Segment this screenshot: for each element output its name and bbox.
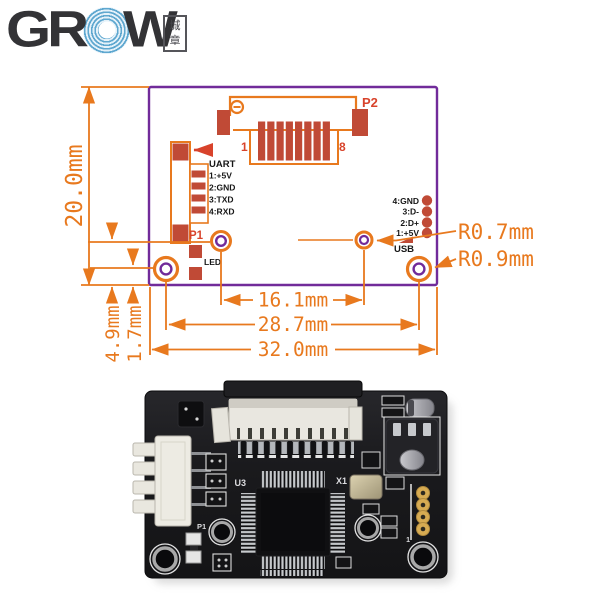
p2-pin8-label: 8 — [339, 140, 346, 154]
crystal — [349, 474, 383, 500]
p1-label: P1 — [189, 230, 204, 242]
usb-pin4-label: 4:GND — [393, 196, 419, 206]
seal-char-bottom: 章 — [169, 33, 181, 47]
ffc-latch-right — [348, 406, 363, 441]
ffc-connector — [211, 380, 363, 458]
dim-radius-small: R0.7mm — [458, 220, 534, 244]
seal-char-top: 城 — [169, 19, 181, 33]
uart-pin2-label: 2:GND — [209, 183, 235, 193]
dimension-lines — [81, 86, 457, 356]
dim-inner-span: 16.1mm — [258, 289, 328, 312]
photo-hole-bottom-right — [407, 541, 439, 573]
fingerprint-o-icon — [83, 6, 130, 54]
usb-gold-pads: 1 — [406, 484, 430, 544]
pcb-outline — [147, 85, 439, 287]
dim-outer-span: 28.7mm — [258, 313, 328, 336]
led-pads — [189, 245, 202, 280]
jst-connector — [132, 435, 211, 527]
power-component — [383, 416, 441, 476]
usb-pin2-label: 2:D+ — [400, 218, 419, 228]
uart-title: UART — [209, 159, 236, 170]
silkscreen-p1: P1 — [197, 522, 206, 531]
usb-title: USB — [394, 244, 414, 255]
usb-pin3-label: 3:D- — [402, 207, 419, 217]
photo-hole-bottom-left — [149, 543, 181, 575]
led-label: LED — [204, 257, 221, 267]
photo-mounting-holes — [149, 514, 439, 575]
small-components — [177, 395, 435, 572]
hole-uart — [210, 230, 232, 252]
dim-corner-offset: 1.7mm — [124, 305, 146, 362]
usb-pad-dots — [421, 195, 433, 239]
usb-pin1-label: 1:+5V — [396, 228, 419, 238]
silkscreen-pin1: 1 — [406, 537, 410, 544]
dim-board-height: 20.0mm — [62, 144, 88, 227]
p2-label: P2 — [362, 95, 378, 110]
p2-pin1-label: 1 — [241, 140, 248, 154]
mounting-holes — [152, 230, 433, 283]
p2-connector-footprint — [228, 95, 358, 165]
brand-seal: 城 章 — [163, 15, 187, 52]
dim-board-width: 32.0mm — [258, 338, 328, 361]
uart-connector-footprint — [170, 141, 214, 244]
pin1-pointer-icon — [193, 142, 214, 158]
ffc-flap — [223, 380, 363, 398]
dim-p1-offset: 4.9mm — [102, 305, 124, 362]
photo-hole-mid-right — [354, 514, 382, 542]
uart-pin3-label: 3:TXD — [209, 195, 234, 205]
silkscreen-u3: U3 — [234, 478, 246, 488]
jst-board-pins — [191, 452, 211, 506]
silkscreen-x1: X1 — [336, 476, 347, 486]
hole-bottom-right — [405, 255, 433, 283]
usb-pin-list: 4:GND 3:D- 2:D+ 1:+5V USB — [393, 195, 433, 255]
p2-pads — [217, 109, 368, 161]
logo-text-gr: GR — [6, 0, 89, 59]
logo-text-w: W — [123, 0, 178, 59]
hole-bottom-left — [152, 255, 180, 283]
hole-usb — [354, 230, 374, 250]
unpopulated-pad-row — [260, 570, 324, 576]
ffc-latch-left — [211, 406, 231, 444]
dim-radius-large: R0.9mm — [458, 247, 534, 271]
uart-pin1-label: 1:+5V — [209, 171, 232, 181]
pcb-photo: U3 X1 1 P1 — [132, 380, 453, 584]
brand-logo: GR W — [6, 0, 178, 60]
photo-hole-mid-left — [208, 518, 236, 546]
main-ic — [241, 471, 345, 576]
led-pads-photo — [185, 532, 202, 564]
dimension-diagram: P2 1 8 UART 1:+5V 2:GND 3:TXD 4:RXD P1 — [62, 85, 534, 363]
ffc-solder-pins — [238, 441, 354, 458]
uart-pin4-label: 4:RXD — [209, 207, 235, 217]
